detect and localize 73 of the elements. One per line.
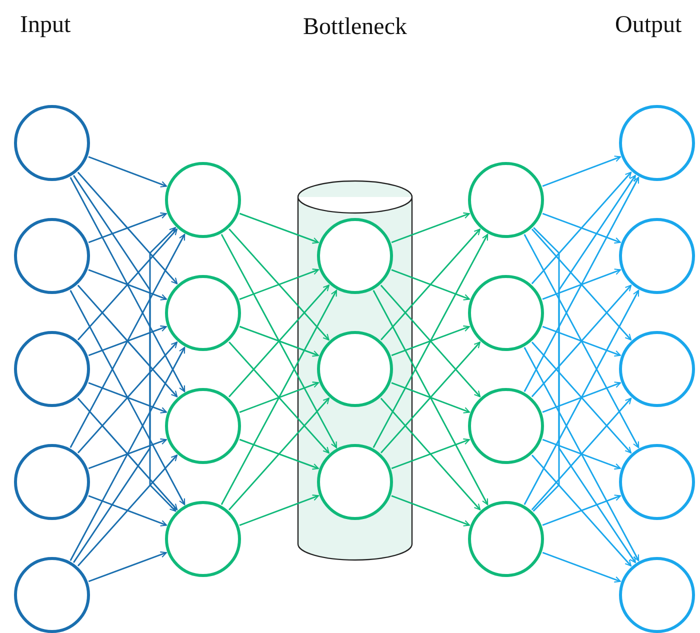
arrow	[88, 156, 168, 188]
arrow	[77, 284, 178, 398]
arrow	[542, 382, 622, 413]
arrow	[542, 326, 621, 357]
arrow	[531, 228, 632, 340]
arrow	[391, 438, 470, 470]
arrow	[88, 551, 167, 582]
arrow	[391, 382, 470, 414]
arrow	[380, 398, 481, 510]
arrow	[70, 234, 186, 448]
neuron-circle	[165, 388, 241, 464]
arrow	[88, 382, 168, 414]
arrow	[228, 342, 330, 454]
arrow	[380, 228, 481, 340]
arrow	[524, 290, 640, 505]
arrow	[88, 325, 167, 356]
neuron-circle	[468, 275, 544, 351]
arrow	[531, 284, 632, 398]
arrow	[228, 228, 330, 341]
arrow	[542, 212, 621, 244]
neuron-circle	[14, 331, 90, 407]
arrow	[77, 228, 178, 340]
arrow	[531, 398, 632, 510]
arrow	[72, 174, 176, 512]
arrow	[531, 342, 632, 454]
arrow	[70, 290, 186, 506]
arrow	[524, 234, 640, 448]
column-label: Output	[615, 12, 682, 39]
arrow	[239, 326, 319, 357]
arrow	[70, 346, 186, 561]
arrow	[391, 269, 470, 300]
arrow	[391, 325, 470, 356]
arrow	[77, 172, 178, 284]
arrow	[77, 454, 178, 566]
arrow	[372, 290, 488, 506]
arrow	[542, 156, 622, 187]
arrow	[70, 177, 186, 392]
arrow	[391, 212, 470, 244]
arrow	[88, 269, 168, 300]
neuron-circle	[468, 388, 544, 464]
arrow	[372, 234, 488, 448]
arrow	[533, 227, 636, 564]
arrow	[380, 342, 481, 454]
arrow	[88, 212, 167, 244]
arrow	[524, 176, 640, 392]
arrow	[542, 438, 621, 470]
arrow	[239, 268, 320, 300]
arrow	[239, 212, 319, 244]
arrow	[228, 284, 330, 398]
arrow	[391, 495, 470, 526]
arrow	[380, 284, 481, 398]
arrow	[77, 398, 178, 510]
neuron-circle	[619, 331, 695, 407]
arrow	[239, 382, 320, 413]
arrow	[88, 495, 168, 526]
arrow	[77, 342, 178, 454]
neuron-circle	[165, 275, 241, 351]
arrow	[524, 347, 640, 562]
arrow	[220, 290, 338, 505]
column-label: Input	[20, 12, 71, 39]
arrow	[72, 227, 176, 564]
arrow	[531, 454, 632, 566]
arrow	[542, 268, 622, 300]
arrow	[228, 398, 330, 510]
arrow	[239, 494, 320, 526]
group-title: Bottleneck	[302, 14, 408, 41]
arrow	[542, 552, 621, 583]
arrow	[88, 438, 167, 470]
arrow	[532, 174, 636, 512]
arrow	[239, 438, 319, 470]
arrow	[542, 494, 622, 526]
arrow	[531, 172, 632, 284]
arrow	[220, 234, 338, 448]
